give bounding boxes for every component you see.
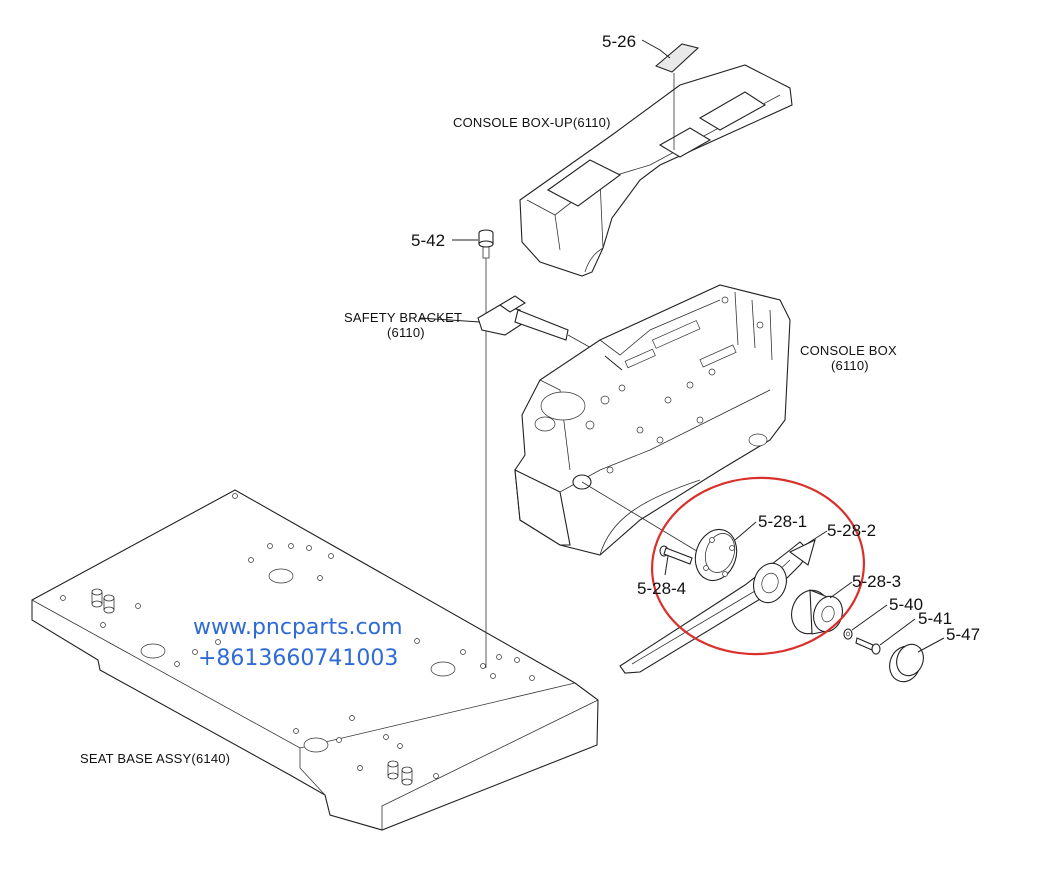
console-box-up (519, 64, 793, 277)
leader-lines (419, 39, 945, 653)
part-5-28-4-screw (659, 545, 693, 565)
label-seat-base-assy: SEAT BASE ASSY(6140) (80, 751, 230, 766)
callout-5-41: 5-41 (918, 609, 952, 628)
label-console-box-line1: CONSOLE BOX (800, 343, 897, 358)
part-5-40-washer (843, 628, 853, 640)
callout-5-28-2: 5-28-2 (827, 521, 876, 540)
label-console-box-up: CONSOLE BOX-UP(6110) (453, 115, 611, 130)
part-5-28-1-disc (694, 528, 738, 582)
part-5-47-cap (889, 643, 924, 683)
label-safety-bracket-line2: (6110) (387, 325, 425, 340)
label-console-box-line2: (6110) (831, 358, 869, 373)
part-5-26-pad (654, 43, 700, 150)
callout-5-47: 5-47 (946, 625, 980, 644)
callout-5-28-3: 5-28-3 (852, 572, 901, 591)
part-5-42-bolt (478, 229, 494, 668)
highlight-circle (650, 476, 866, 656)
label-safety-bracket-line1: SAFETY BRACKET (344, 310, 462, 325)
callout-5-40: 5-40 (889, 595, 923, 614)
safety-bracket (477, 295, 621, 365)
part-5-28-3-hub (791, 589, 843, 635)
callout-5-26: 5-26 (602, 32, 636, 51)
callout-5-42: 5-42 (411, 231, 445, 250)
console-box (514, 284, 791, 557)
lever-group (619, 528, 924, 683)
part-5-28-2-lever (619, 538, 816, 674)
watermark-url: www.pncparts.com (193, 615, 403, 640)
callout-5-28-1: 5-28-1 (758, 512, 807, 531)
watermark-phone: +8613660741003 (198, 646, 398, 671)
callout-5-28-4: 5-28-4 (637, 579, 686, 598)
seat-base-plate (31, 489, 599, 831)
part-5-41-bolt (855, 637, 881, 655)
